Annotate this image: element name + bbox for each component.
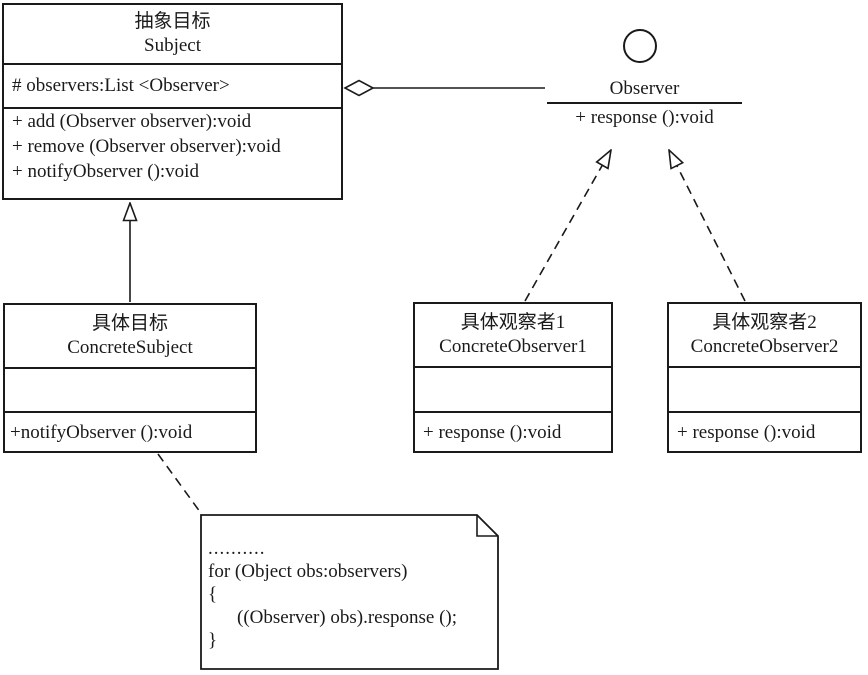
interface-lollipop-circle-icon bbox=[623, 29, 657, 63]
note-text: .......... for (Object obs:observers) { … bbox=[208, 537, 490, 652]
class-attributes-compartment: # observers:List <Observer> bbox=[4, 65, 341, 109]
class-title-compartment: 具体观察者2 ConcreteObserver2 bbox=[669, 304, 860, 368]
note-line: for (Object obs:observers) bbox=[208, 561, 408, 582]
class-title-compartment: 具体观察者1 ConcreteObserver1 bbox=[415, 304, 611, 368]
method-line: + notifyObserver ():void bbox=[12, 161, 199, 182]
interface-name: Observer bbox=[609, 78, 680, 99]
class-title-compartment: 抽象目标 Subject bbox=[4, 5, 341, 65]
class-attributes-compartment bbox=[669, 368, 860, 413]
subject-class-box: 抽象目标 Subject # observers:List <Observer>… bbox=[2, 3, 343, 200]
class-methods-compartment: +notifyObserver ():void bbox=[5, 413, 255, 451]
method-line: + remove (Observer observer):void bbox=[12, 136, 281, 157]
class-methods-compartment: + response ():void bbox=[415, 413, 611, 451]
realization-arrow-2 bbox=[669, 150, 746, 302]
class-name-en: ConcreteObserver2 bbox=[690, 336, 839, 357]
realization-arrow-1 bbox=[524, 150, 611, 302]
note-link-line bbox=[157, 453, 204, 517]
note-line: ((Observer) obs).response (); bbox=[237, 607, 458, 628]
class-name-en: ConcreteSubject bbox=[67, 337, 193, 358]
class-title-compartment: 具体目标 ConcreteSubject bbox=[5, 305, 255, 369]
note-shape bbox=[200, 514, 499, 670]
concrete-subject-class-box: 具体目标 ConcreteSubject +notifyObserver ():… bbox=[3, 303, 257, 453]
class-methods-compartment: + response ():void bbox=[669, 413, 860, 451]
class-methods-compartment: + add (Observer observer):void + remove … bbox=[4, 109, 341, 198]
class-name-cn: 抽象目标 bbox=[134, 11, 211, 32]
method-line: +notifyObserver ():void bbox=[10, 421, 193, 443]
note-line: { bbox=[208, 584, 218, 605]
aggregation-diamond-icon bbox=[343, 79, 375, 97]
method-line: + response ():void bbox=[677, 421, 816, 443]
class-name-en: Subject bbox=[144, 35, 201, 56]
class-name-cn: 具体目标 bbox=[91, 313, 168, 334]
note-line: } bbox=[208, 630, 218, 651]
attribute-line: # observers:List <Observer> bbox=[12, 75, 230, 96]
concrete-observer1-class-box: 具体观察者1 ConcreteObserver1 + response ():v… bbox=[413, 302, 613, 453]
class-attributes-compartment bbox=[5, 369, 255, 413]
interface-method: + response ():void bbox=[575, 107, 714, 128]
class-name-cn: 具体观察者1 bbox=[460, 312, 566, 333]
class-attributes-compartment bbox=[415, 368, 611, 413]
note-fold-icon bbox=[476, 515, 498, 537]
concrete-observer2-class-box: 具体观察者2 ConcreteObserver2 + response ():v… bbox=[667, 302, 862, 453]
class-name-en: ConcreteObserver1 bbox=[439, 336, 587, 357]
class-name-cn: 具体观察者2 bbox=[712, 312, 817, 333]
note-line: .......... bbox=[208, 538, 266, 559]
method-line: + response ():void bbox=[423, 421, 562, 443]
method-line: + add (Observer observer):void bbox=[12, 111, 252, 132]
